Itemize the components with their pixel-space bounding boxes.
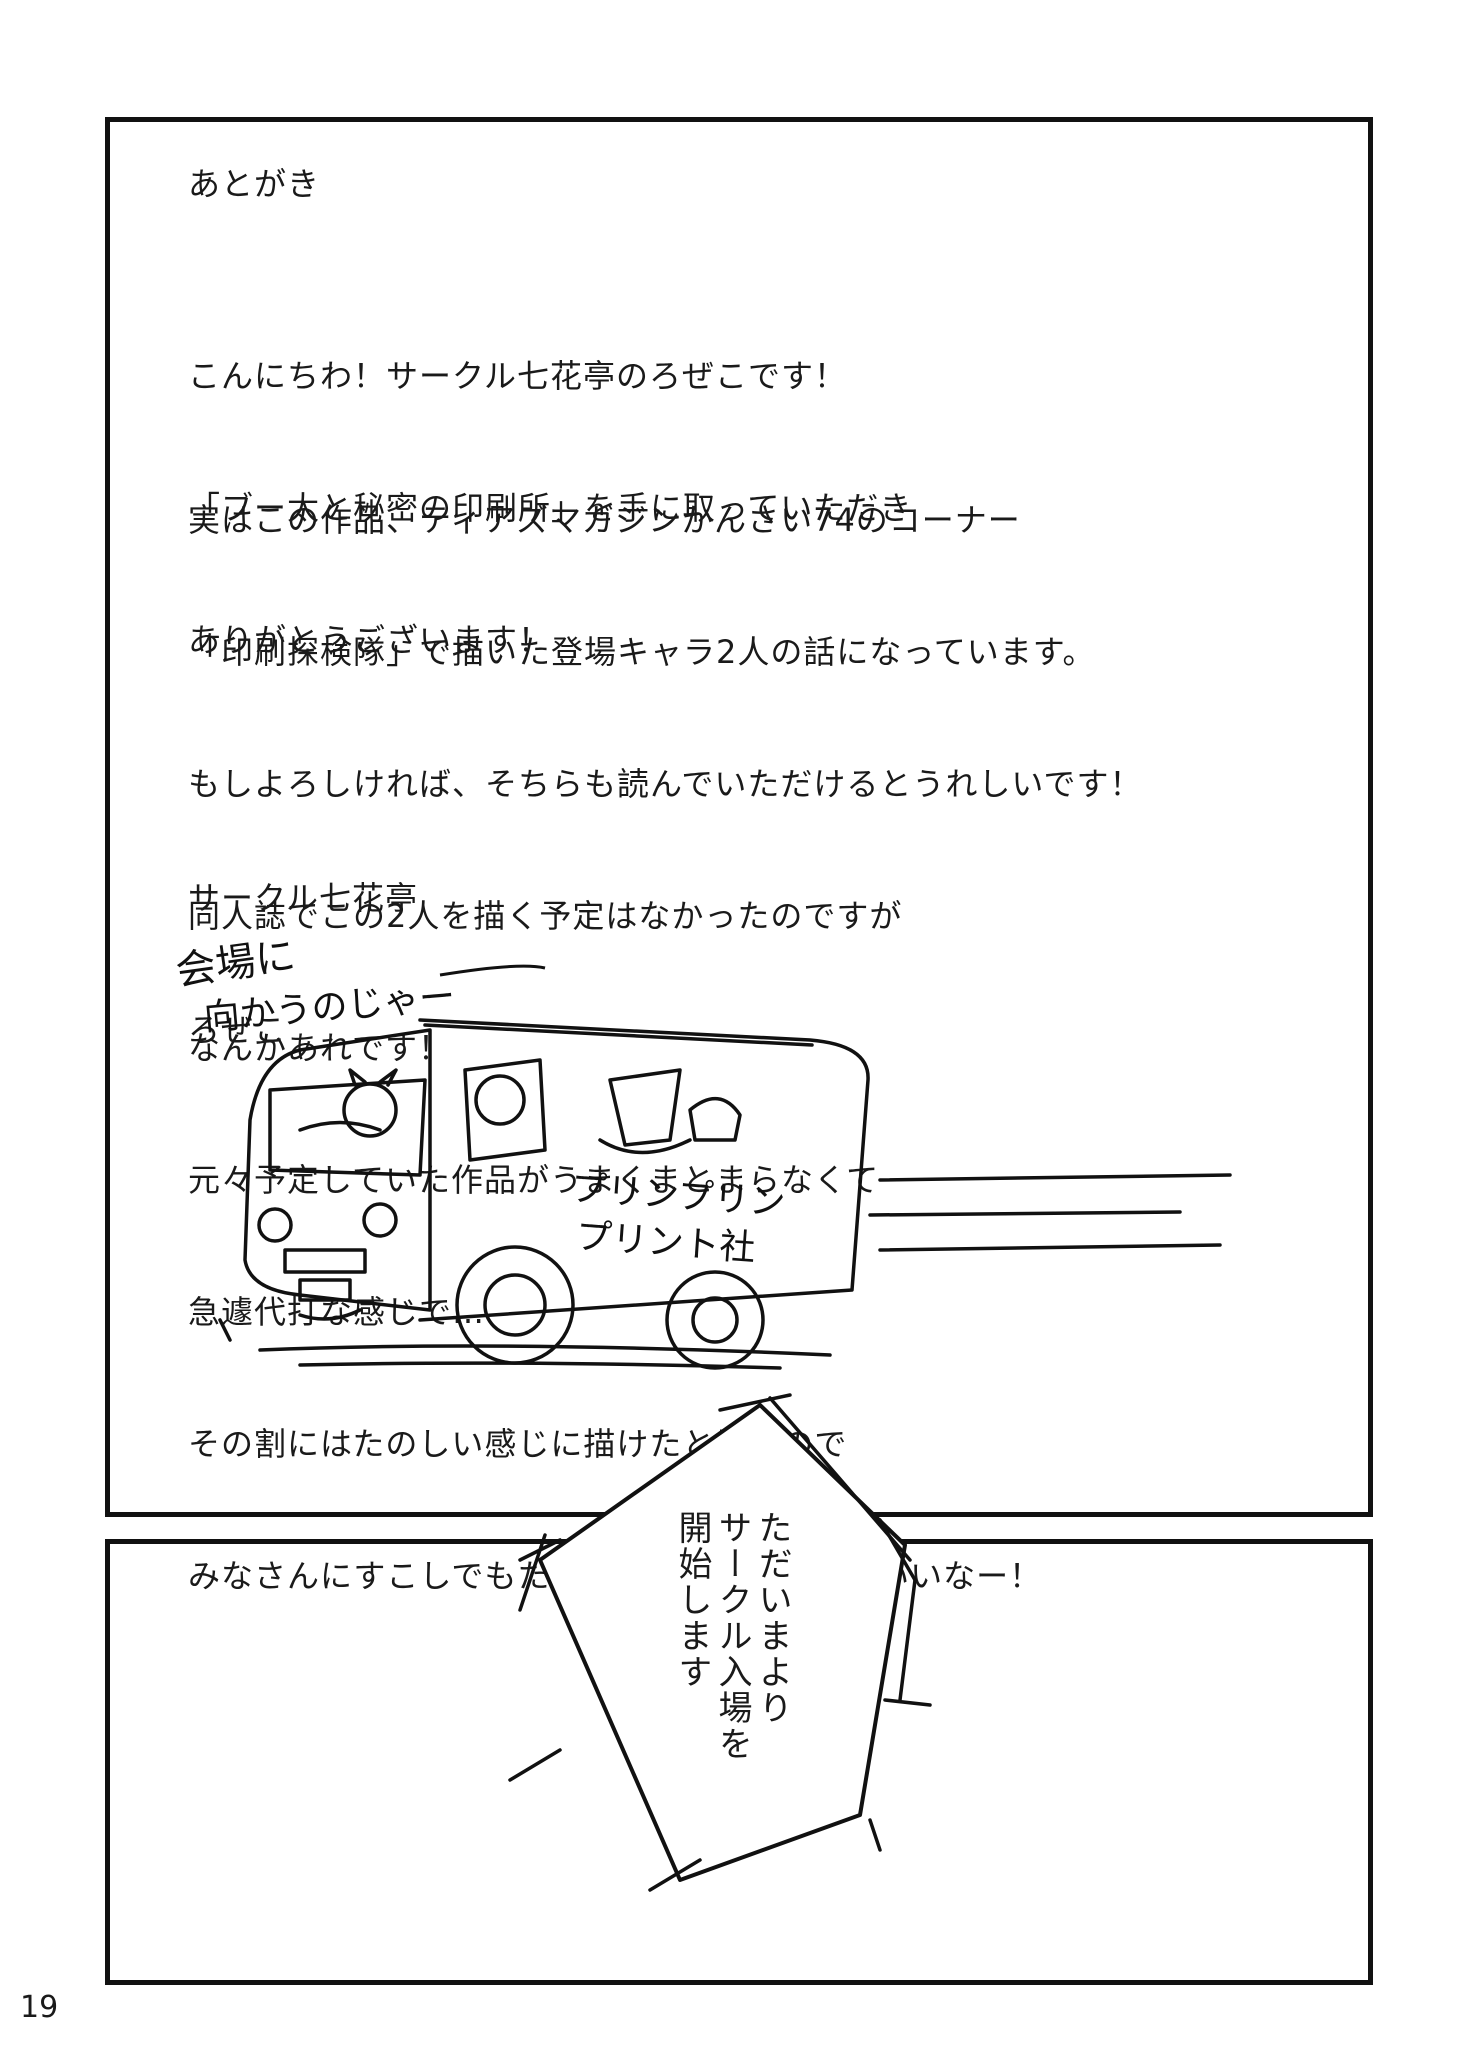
body-line: 「印刷探検隊」で描いた登場キャラ2人の話になっています。 [188,633,1096,671]
greeting-block: こんにちわ！サークル七花亭のろぜこです！ 「ブー太と秘密の印刷所」を手に取ってい… [188,266,912,706]
body-line: 実はこの作品、ティアズマガジンかんさい74のコーナー [188,501,1021,539]
signature-author-name: ろぜこ [188,1011,288,1049]
signature-circle-name: サークル七花亭 [188,879,419,917]
body-line: みなさんにすこしでもたのしんでもらえてたらいいなー！ [188,1557,1043,1595]
bubble-line-1: ただいまより [752,1510,792,1726]
body-line: もしよろしければ、そちらも読んでいただけるとうれしいです！ [188,765,1143,803]
greeting-line: 「ブー太と秘密の印刷所」を手に取っていただき [188,489,913,527]
greeting-line: こんにちわ！サークル七花亭のろぜこです！ [188,357,848,395]
body-line: 元々予定していた作品がうまくまとまらなくて [188,1161,880,1199]
signature-block: サークル七花亭 ろぜこ [188,788,418,1096]
bubble-line-2: サークル入場を [712,1510,752,1762]
page-number: 19 [20,1990,59,2025]
bubble-line-3: 開始します [672,1510,712,1690]
body-line: 同人誌でこの2人を描く予定はなかったのですが [188,897,903,935]
greeting-line: ありがとうございます！ [188,621,552,659]
body-line: その割にはたのしい感じに描けたと思うので [188,1425,848,1463]
body-line: 急遽代打な感じで… [188,1293,486,1331]
afterword-title: あとがき [188,165,321,203]
speech-bubble-text: ただいまより サークル入場を 開始します [670,1510,792,1840]
